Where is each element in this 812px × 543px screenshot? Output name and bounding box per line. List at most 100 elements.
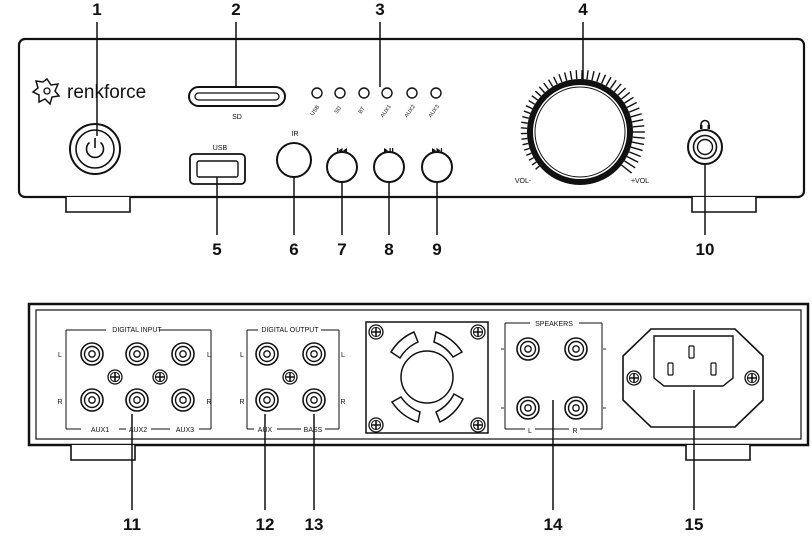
digital-output-right-label-2: R (340, 399, 345, 406)
callout-11: 11 (123, 515, 141, 534)
callout-15: 15 (685, 515, 704, 534)
speakers-label: SPEAKERS (535, 321, 573, 328)
volume-tick (547, 79, 554, 87)
callout-9: 9 (432, 240, 441, 259)
volume-tick (531, 95, 539, 101)
callout-13: 13 (305, 515, 324, 534)
volume-tick (563, 72, 568, 81)
speakers-frame (504, 322, 603, 430)
fan-screw (368, 324, 384, 340)
fan-screw (470, 324, 486, 340)
volume-tick (522, 115, 529, 119)
volume-tick (632, 125, 645, 128)
headphone-jack[interactable] (687, 129, 723, 165)
play-pause-icon (384, 148, 394, 153)
volume-tick (538, 86, 546, 94)
volume-tick (624, 160, 636, 169)
volume-tick (628, 151, 641, 158)
aux1-label: AUX1 (91, 427, 109, 434)
speaker-right-negative[interactable] (564, 396, 588, 420)
bass-out-right-jack[interactable] (302, 388, 326, 412)
speaker-left-positive[interactable] (516, 337, 540, 361)
digital-input-frame (65, 329, 212, 430)
volume-tick (600, 74, 607, 84)
led-label-usb: USB (310, 104, 322, 117)
usb-port[interactable] (189, 153, 246, 185)
volume-tick (628, 107, 640, 113)
ir-sensor (276, 142, 312, 178)
power-button[interactable] (69, 123, 121, 175)
next-icon (432, 148, 443, 153)
volume-tick (535, 165, 540, 170)
volume-tick (525, 105, 533, 110)
digital-input-right-label-2: R (206, 399, 211, 406)
led-aux1 (381, 87, 393, 99)
bass-out-left-jack[interactable] (302, 342, 326, 366)
aux3-left-jack[interactable] (171, 342, 195, 366)
aux-out-right-jack[interactable] (255, 388, 279, 412)
aux2-right-jack[interactable] (125, 388, 149, 412)
callout-8: 8 (384, 240, 393, 259)
volume-tick (591, 71, 595, 81)
volume-tick (631, 119, 644, 123)
front-panel (17, 37, 806, 213)
callout-12: 12 (256, 515, 275, 534)
volume-tick (605, 76, 612, 87)
volume-tick (630, 113, 642, 118)
volume-minus-label: VOL- (515, 178, 532, 185)
volume-scale (520, 69, 645, 174)
callout-2: 2 (231, 0, 240, 19)
volume-knob[interactable] (527, 79, 633, 185)
digital-output-left-label-2: L (341, 352, 345, 359)
speaker-right-label: R (572, 428, 577, 435)
led-label-sd: SD (334, 105, 343, 115)
callout-14: 14 (544, 515, 563, 534)
digital-output-label: DIGITAL OUTPUT (261, 327, 319, 334)
aux-out-left-jack[interactable] (255, 342, 279, 366)
fan-screw (470, 417, 486, 433)
volume-tick (528, 157, 534, 161)
led-label-bt: BT (358, 105, 367, 115)
led-usb (311, 87, 323, 99)
digital-input-right-label-1: R (57, 399, 62, 406)
aux3-label: AUX3 (176, 427, 194, 434)
volume-tick (521, 121, 528, 124)
speaker-right-positive[interactable] (564, 337, 588, 361)
callout-5: 5 (212, 240, 221, 259)
rear-callouts (131, 390, 695, 510)
volume-tick (626, 101, 638, 109)
digital-input-left-label-2: L (207, 352, 211, 359)
speaker-left-negative[interactable] (516, 396, 540, 420)
volume-tick (631, 141, 645, 146)
volume-tick (626, 155, 639, 163)
volume-tick (528, 99, 536, 105)
callout-6: 6 (289, 240, 298, 259)
digital-input-label: DIGITAL INPUT (112, 327, 162, 334)
volume-tick (624, 96, 634, 104)
renkforce-logo (31, 77, 61, 106)
sd-card-slot[interactable] (188, 86, 286, 107)
rear-screw (107, 369, 123, 385)
aux1-left-jack[interactable] (80, 342, 104, 366)
play-pause-button[interactable] (373, 148, 405, 183)
rear-screw (152, 369, 168, 385)
bass-out-label: BASS (304, 427, 323, 434)
volume-tick (523, 147, 530, 151)
power-icon (85, 141, 105, 159)
power-inlet[interactable] (622, 328, 764, 428)
volume-tick (569, 70, 573, 80)
callout-4: 4 (578, 0, 588, 19)
volume-tick (609, 79, 617, 89)
volume-tick (617, 87, 627, 96)
front-callouts (96, 22, 706, 235)
volume-tick (596, 72, 601, 82)
headphones-icon (700, 119, 710, 129)
volume-tick (558, 74, 563, 83)
aux1-right-jack[interactable] (80, 388, 104, 412)
aux2-left-jack[interactable] (125, 342, 149, 366)
sd-label: SD (232, 114, 242, 121)
volume-tick (543, 82, 550, 90)
aux3-right-jack[interactable] (171, 388, 195, 412)
callout-1: 1 (92, 0, 101, 19)
digital-output-right-label-1: R (239, 399, 244, 406)
